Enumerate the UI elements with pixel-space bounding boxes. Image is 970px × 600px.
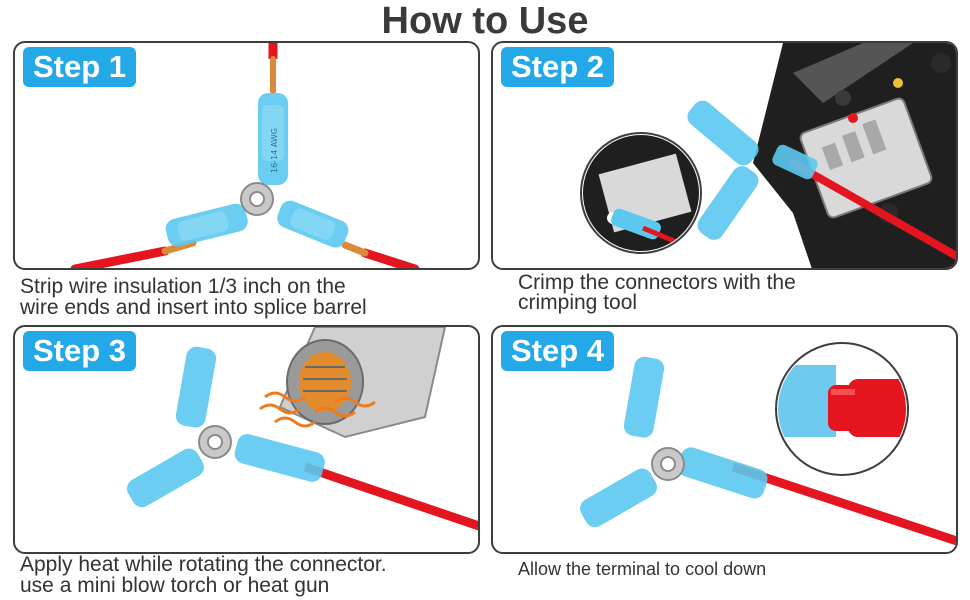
heat-waves [259,391,376,428]
step-4-panel: Step 4 [491,325,958,554]
step-1-panel: Step 1 16-14 AWG [13,41,480,270]
step-2-caption-line-2: crimping tool [518,291,638,314]
step-3-caption-line-1: Apply heat while rotating the connector. [20,553,387,576]
step-3-badge: Step 3 [23,331,137,371]
connector-print: 16-14 AWG [270,128,279,173]
step-1-caption-line-2: wire ends and insert into splice barrel [20,296,367,319]
step-1-caption-line-1: Strip wire insulation 1/3 inch on the [20,275,346,298]
page-title: How to Use [381,0,589,42]
step-3-illustration [127,327,478,531]
step-2-caption-line-1: Crimp the connectors with the [518,271,796,294]
step-3-caption-line-2: use a mini blow torch or heat gun [20,574,330,597]
step-2-panel: Step 2 [491,41,958,270]
step-1-illustration: 16-14 AWG [70,43,420,268]
step-4-illustration [580,342,956,546]
heat-gun-nozzle [278,327,447,439]
heat-shrink-connector: 16-14 AWG [258,93,288,185]
step-3-panel: Step 3 [13,325,480,554]
step-2-illustration [580,43,956,268]
step-4-caption: Allow the terminal to cool down [518,559,767,579]
step-4-badge: Step 4 [501,331,615,371]
step-1-badge: Step 1 [23,47,137,87]
step-2-badge: Step 2 [501,47,615,87]
